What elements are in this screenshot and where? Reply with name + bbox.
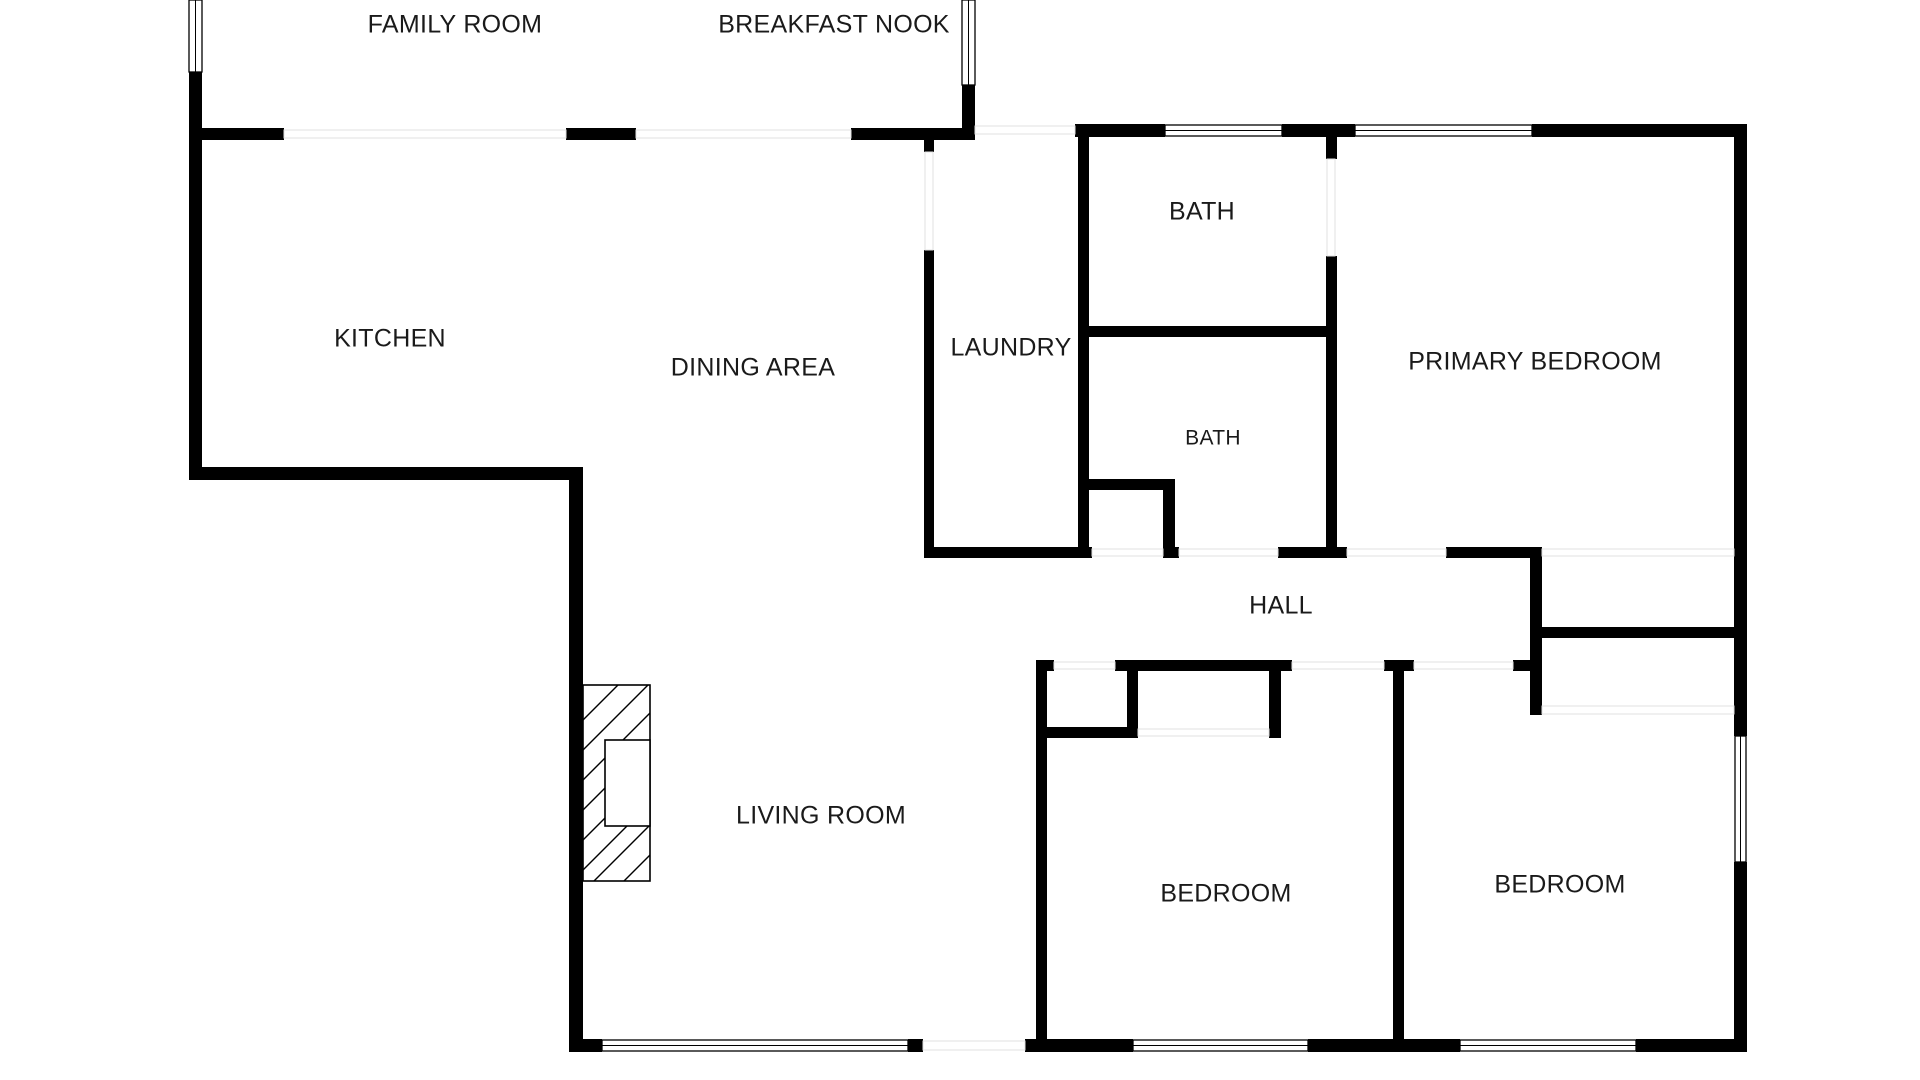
opening	[1137, 728, 1270, 737]
window	[961, 0, 976, 86]
wall	[569, 1039, 602, 1052]
opening	[974, 125, 1076, 135]
window	[1132, 1039, 1309, 1052]
opening	[1053, 661, 1116, 670]
wall	[1326, 137, 1337, 159]
opening	[1346, 548, 1447, 557]
wall	[1078, 326, 1330, 337]
wall	[908, 1039, 923, 1052]
window	[1459, 1039, 1637, 1052]
windows-group	[188, 0, 1747, 1052]
wall	[1127, 660, 1138, 738]
wall	[1308, 1039, 1460, 1052]
window	[1354, 124, 1533, 137]
openings-group	[283, 125, 1735, 1051]
opening	[922, 1040, 1026, 1051]
opening	[1326, 158, 1336, 257]
wall	[1115, 660, 1292, 671]
wall	[1734, 124, 1747, 736]
room-label-dining-area: DINING AREA	[671, 354, 835, 382]
wall	[851, 128, 969, 140]
room-labels: FAMILY ROOM BREAKFAST NOOK KITCHEN DININ…	[334, 11, 1662, 908]
wall	[1278, 547, 1347, 558]
wall	[1025, 1039, 1133, 1052]
opening	[1541, 548, 1735, 557]
room-label-breakfast-nook: BREAKFAST NOOK	[718, 11, 950, 39]
wall	[1163, 479, 1175, 558]
wall	[1075, 124, 1165, 137]
opening	[1413, 661, 1514, 670]
room-label-primary-bedroom: PRIMARY BEDROOM	[1408, 348, 1662, 376]
wall	[1036, 727, 1138, 738]
wall	[1326, 256, 1337, 558]
wall	[1530, 627, 1747, 638]
wall	[566, 128, 636, 140]
wall	[1036, 660, 1047, 1052]
wall	[1078, 124, 1089, 558]
wall	[1269, 727, 1281, 738]
wall	[569, 467, 583, 1052]
wall	[1734, 862, 1747, 1052]
room-label-kitchen: KITCHEN	[334, 325, 446, 353]
wall	[1282, 124, 1355, 137]
wall	[1446, 547, 1542, 558]
room-label-bedroom: BEDROOM	[1494, 871, 1625, 899]
wall	[1636, 1039, 1747, 1052]
wall	[1532, 124, 1747, 137]
room-label-hall: HALL	[1249, 592, 1313, 620]
window	[601, 1039, 909, 1052]
window	[1734, 735, 1747, 863]
window	[1164, 124, 1283, 137]
opening	[1178, 548, 1279, 557]
wall	[189, 72, 202, 480]
opening	[1291, 661, 1385, 670]
fireplace-icon	[582, 684, 651, 882]
room-label-family-room: FAMILY ROOM	[368, 11, 543, 39]
opening	[1091, 548, 1164, 557]
room-label-bath-lower: BATH	[1185, 427, 1241, 450]
wall	[1269, 660, 1281, 738]
wall	[1393, 660, 1404, 1052]
room-label-living-room: LIVING ROOM	[736, 802, 906, 830]
room-label-laundry: LAUNDRY	[950, 334, 1071, 362]
opening	[283, 129, 567, 139]
wall	[924, 140, 934, 152]
wall	[189, 467, 583, 480]
wall	[924, 547, 1092, 558]
wall	[189, 128, 284, 140]
room-label-bedroom: BEDROOM	[1160, 880, 1291, 908]
opening	[1541, 705, 1735, 715]
wall	[1089, 479, 1175, 490]
wall	[924, 250, 934, 558]
walls-group	[189, 0, 1747, 1052]
wall	[962, 85, 975, 140]
window	[188, 0, 203, 73]
room-label-bath-upper: BATH	[1169, 198, 1235, 226]
opening	[924, 151, 934, 251]
wall	[1513, 660, 1542, 671]
wall	[1163, 547, 1179, 558]
opening	[635, 129, 852, 139]
